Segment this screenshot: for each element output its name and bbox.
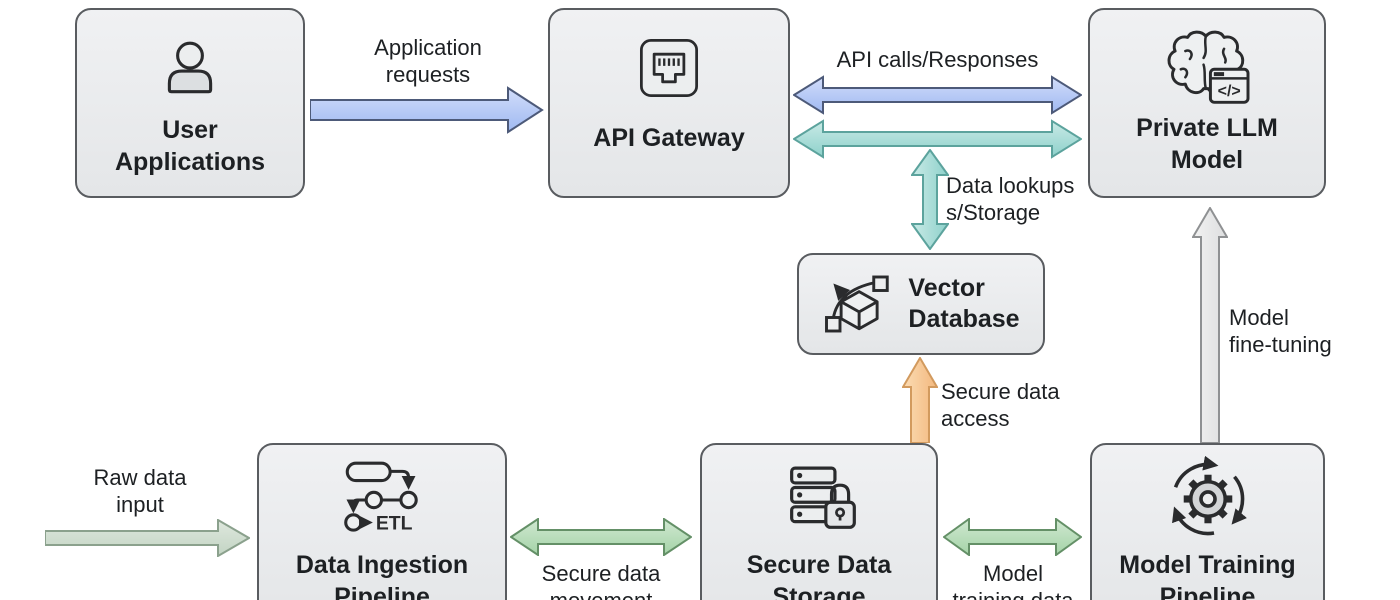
node-user-applications: User Applications bbox=[75, 8, 305, 198]
model-fine-tuning-arrow bbox=[1192, 207, 1228, 443]
vector-database-label: Vector Database bbox=[908, 274, 1020, 333]
node-api-gateway: API Gateway bbox=[548, 8, 790, 198]
node-private-llm-model: </> Private LLM Model bbox=[1088, 8, 1326, 198]
svg-text:</>: </> bbox=[1218, 83, 1241, 100]
etl-flow-icon: ETL bbox=[344, 461, 418, 535]
node-vector-database: Vector Database bbox=[797, 253, 1045, 355]
data-lookups-arrow bbox=[911, 149, 949, 250]
data-ingestion-pipeline-label: Data Ingestion Pipeline bbox=[295, 551, 469, 600]
secure-data-access-arrow bbox=[902, 357, 938, 443]
raw-data-input-label: Raw data input bbox=[93, 465, 187, 517]
model-training-data-arrow bbox=[943, 518, 1082, 556]
node-secure-data-storage: Secure Data Storage bbox=[700, 443, 938, 600]
api-calls-label: API calls/Responses bbox=[836, 47, 1039, 72]
node-model-training-pipeline: Model Training Pipeline bbox=[1090, 443, 1325, 600]
api-calls-teal-arrow bbox=[793, 119, 1082, 159]
secure-data-access-label: Secure data access bbox=[941, 379, 1060, 431]
api-calls-blue-arrow bbox=[793, 75, 1082, 115]
secure-data-storage-label: Secure Data Storage bbox=[746, 551, 892, 600]
secure-data-movement-label: Secure data movement bbox=[541, 561, 661, 600]
application-requests-label: Application requests bbox=[374, 35, 482, 87]
data-lookups-label: Data lookups s/Storage bbox=[946, 173, 1075, 225]
model-fine-tuning-label: Model fine-tuning bbox=[1229, 305, 1332, 357]
node-data-ingestion-pipeline: ETL Data Ingestion Pipeline bbox=[257, 443, 507, 600]
application-requests-arrow bbox=[310, 86, 544, 134]
svg-text:ETL: ETL bbox=[376, 513, 413, 535]
model-training-data-label: Model training data bbox=[952, 561, 1073, 600]
private-llm-model-label: Private LLM Model bbox=[1136, 114, 1278, 174]
vector-cube-icon bbox=[825, 275, 890, 333]
brain-code-icon: </> bbox=[1167, 30, 1250, 104]
user-icon bbox=[167, 41, 213, 94]
api-gateway-label: API Gateway bbox=[593, 124, 745, 152]
ethernet-port-icon bbox=[639, 38, 699, 98]
secure-data-movement-arrow bbox=[510, 518, 692, 556]
server-lock-icon bbox=[790, 466, 856, 529]
user-applications-label: User Applications bbox=[114, 116, 265, 176]
gear-cycle-icon bbox=[1171, 455, 1247, 536]
raw-data-input-arrow bbox=[45, 519, 250, 557]
model-training-pipeline-label: Model Training Pipeline bbox=[1119, 551, 1296, 600]
